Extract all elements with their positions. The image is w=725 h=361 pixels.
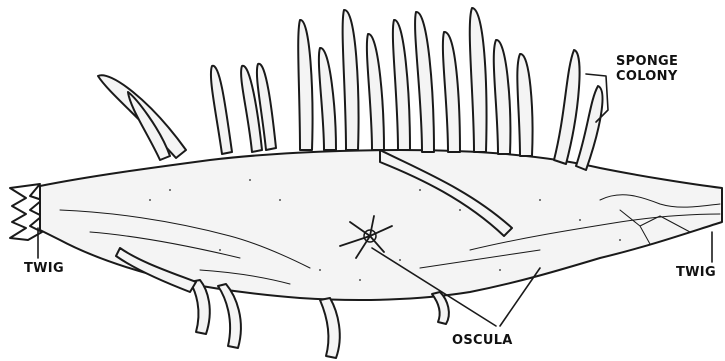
sponge-body — [40, 150, 722, 300]
label-twig-right: TWIG — [676, 265, 716, 280]
label-sponge-colony-line1: SPONGE — [616, 54, 678, 69]
label-oscula: OSCULA — [452, 333, 513, 348]
label-twig-left: TWIG — [24, 261, 64, 276]
label-sponge-colony-line2: COLONY — [616, 69, 678, 84]
